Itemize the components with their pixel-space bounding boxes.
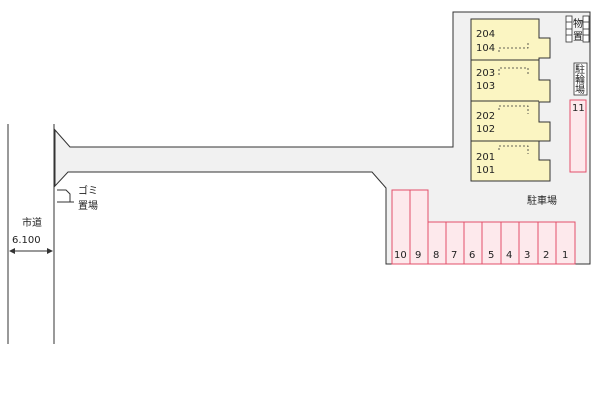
bicycle-parking: [573, 62, 588, 96]
parking-space-label: 8: [433, 250, 439, 261]
road-label: 市道: [22, 216, 42, 229]
parking-label: 駐車場: [527, 194, 557, 207]
parking-space-label: 1: [562, 250, 568, 261]
parking-space-label: 3: [524, 250, 530, 261]
unit-entrance-dash-2: [498, 67, 529, 75]
unit-upper-label: 203: [476, 68, 495, 79]
bicycle-label-1: 駐: [575, 63, 585, 76]
garbage-label-line2: 置場: [78, 199, 98, 212]
parking-space-label: 5: [488, 250, 494, 261]
parking-space-label: 9: [415, 250, 421, 261]
garbage-area-box: [57, 189, 71, 203]
unit-lower-label: 102: [476, 124, 495, 135]
unit-upper-label: 204: [476, 29, 495, 40]
unit-lower-label: 104: [476, 43, 495, 54]
garbage-label-line1: ゴミ: [78, 184, 98, 197]
unit-entrance-dash-1: [498, 42, 529, 52]
unit-upper-label: 202: [476, 111, 495, 122]
unit-lower-label: 103: [476, 81, 495, 92]
bicycle-label-3: 場: [575, 83, 585, 96]
road-width: 6.100: [12, 235, 41, 246]
parking-row: 10 9 8 7 6 5 4 3 2 1: [391, 189, 576, 265]
unit-upper-label: 201: [476, 152, 495, 163]
bicycle-label-2: 輪: [575, 73, 585, 86]
unit-entrance-dash-4: [498, 145, 529, 154]
parking-space-11-label: 11: [572, 103, 585, 114]
unit-lower-label: 101: [476, 165, 495, 176]
parking-space-label: 6: [469, 250, 475, 261]
parking-space-1: [555, 221, 576, 265]
parking-space-label: 7: [451, 250, 457, 261]
road-dimension-arrow-right: [47, 248, 53, 254]
parking-space-label: 10: [394, 250, 407, 261]
storage-label-2: 置: [573, 31, 583, 43]
storage-label-1: 物: [573, 17, 583, 30]
parking-space-label: 2: [543, 250, 549, 261]
unit-entrance-dash-3: [498, 105, 529, 114]
road-dimension-arrow-left: [9, 248, 15, 254]
parking-space-label: 4: [506, 250, 512, 261]
parking-space-11: [569, 99, 587, 173]
